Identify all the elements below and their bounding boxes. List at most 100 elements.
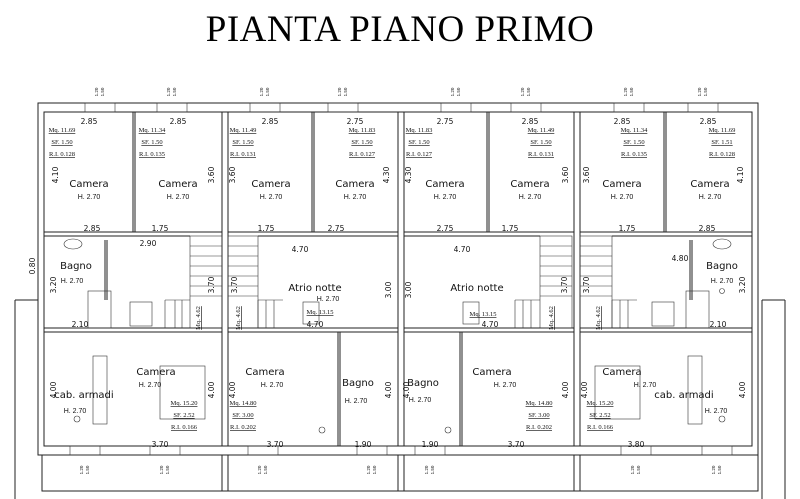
drawing-title: PIANTA PIANO PRIMO	[205, 9, 595, 50]
window-height-label: 1.50	[343, 87, 348, 96]
window-width-label: 1.20	[520, 87, 525, 96]
window-height-label: 1.50	[703, 87, 708, 96]
dimension-label: 4.00	[207, 381, 216, 398]
room-window-surface: SF. 1.50	[530, 139, 551, 146]
room-height: H. 2.70	[519, 194, 542, 201]
room-name: Camera	[425, 179, 464, 190]
window-height-label: 1.50	[265, 87, 270, 96]
dimension-label: 3.70	[230, 276, 239, 293]
window-width-label: 1.20	[630, 465, 635, 474]
room-name: cab. armadi	[654, 390, 713, 401]
room-window-surface: SF. 2.52	[173, 412, 194, 419]
room-height: H. 2.70	[611, 194, 634, 201]
dimension-label: 3.70	[152, 440, 169, 449]
window	[156, 102, 188, 113]
window-width-label: 1.20	[450, 87, 455, 96]
dimension-label: 2.85	[699, 224, 716, 233]
dimension-label: 4.30	[382, 166, 391, 183]
room-name: Camera	[510, 179, 549, 190]
room-height: H. 2.70	[711, 278, 734, 285]
dimension-label: 3.70	[582, 276, 591, 293]
dimension-label: 4.70	[482, 320, 499, 329]
window	[613, 102, 645, 113]
dimension-label: 2.75	[437, 117, 454, 126]
room-height: H. 2.70	[634, 382, 657, 389]
room-name: Camera	[690, 179, 729, 190]
window-width-label: 1.20	[79, 465, 84, 474]
dimension-label: 4.00	[49, 381, 58, 398]
window	[510, 102, 542, 113]
room-name: Camera	[602, 179, 641, 190]
room-area: Mq. 11.34	[139, 127, 166, 134]
room-area: Mq. 13.15	[470, 311, 497, 318]
window-height-label: 1.50	[372, 465, 377, 474]
dimension-label: 4.70	[307, 320, 324, 329]
room-height: H. 2.70	[64, 408, 87, 415]
dimension-label: 0.80	[28, 257, 37, 274]
room-lighting-ratio: R.I. 0.131	[230, 151, 256, 158]
dimension-label: 4.00	[561, 381, 570, 398]
dimension-label: 3.60	[207, 166, 216, 183]
dimension-label: 3.60	[561, 166, 570, 183]
dimension-label: 3.70	[560, 276, 569, 293]
dimension-label: 3.70	[508, 440, 525, 449]
room-window-surface: SF. 3.00	[232, 412, 253, 419]
window-height-label: 1.50	[165, 465, 170, 474]
dimension-label: 2.90	[140, 239, 157, 248]
dimension-label: 2.85	[170, 117, 187, 126]
window-height-label: 1.50	[85, 465, 90, 474]
dimension-label: 2.85	[262, 117, 279, 126]
window	[247, 445, 279, 456]
window	[687, 102, 719, 113]
room-height: H. 2.70	[409, 397, 432, 404]
dimension-label: 3.60	[228, 166, 237, 183]
room-area: Mq. 14.80	[230, 400, 257, 407]
window-height-label: 1.50	[430, 465, 435, 474]
dimension-label: 3.70	[207, 276, 216, 293]
window	[149, 445, 181, 456]
room-height: H. 2.70	[78, 194, 101, 201]
room-window-surface: SF. 3.00	[528, 412, 549, 419]
window-width-label: 1.20	[257, 465, 262, 474]
walls	[14, 102, 786, 499]
stairs-area: Mq. 4.62	[195, 306, 202, 330]
dimension-label: 2.85	[700, 117, 717, 126]
window-width-label: 1.20	[366, 465, 371, 474]
room-area: Mq. 11.83	[349, 127, 376, 134]
room-lighting-ratio: R.I. 0.166	[171, 424, 198, 431]
window-height-label: 1.50	[172, 87, 177, 96]
dimension-label: 1.75	[502, 224, 519, 233]
dimension-label: 3.80	[628, 440, 645, 449]
room-height: H. 2.70	[261, 382, 284, 389]
dimension-label: 3.00	[384, 281, 393, 298]
dimension-label: 4.10	[736, 166, 745, 183]
room-area: Mq. 15.20	[587, 400, 614, 407]
room-lighting-ratio: R.I. 0.202	[526, 424, 552, 431]
dimension-label: 2.85	[81, 117, 98, 126]
dimension-label: 1.90	[355, 440, 372, 449]
dimension-label: 4.30	[404, 166, 413, 183]
room-window-surface: SF. 1.50	[141, 139, 162, 146]
dimension-label: 3.00	[404, 281, 413, 298]
dimension-label: 1.75	[619, 224, 636, 233]
window	[414, 445, 446, 456]
room-lighting-ratio: R.I. 0.128	[709, 151, 735, 158]
window	[701, 445, 733, 456]
dimension-label: 2.85	[84, 224, 101, 233]
dimension-label: 4.80	[672, 254, 689, 263]
room-lighting-ratio: R.I. 0.131	[528, 151, 554, 158]
room-height: H. 2.70	[61, 278, 84, 285]
room-window-surface: SF. 1.50	[408, 139, 429, 146]
room-height: H. 2.70	[434, 194, 457, 201]
room-height: H. 2.70	[317, 296, 340, 303]
window-height-label: 1.50	[263, 465, 268, 474]
dimension-label: 4.00	[580, 381, 589, 398]
room-height: H. 2.70	[260, 194, 283, 201]
room-name: Camera	[69, 179, 108, 190]
window-height-label: 1.50	[717, 465, 722, 474]
room-area: Mq. 11.69	[709, 127, 736, 134]
dimension-label: 3.20	[49, 276, 58, 293]
room-name: Camera	[158, 179, 197, 190]
dimension-label: 4.00	[228, 381, 237, 398]
